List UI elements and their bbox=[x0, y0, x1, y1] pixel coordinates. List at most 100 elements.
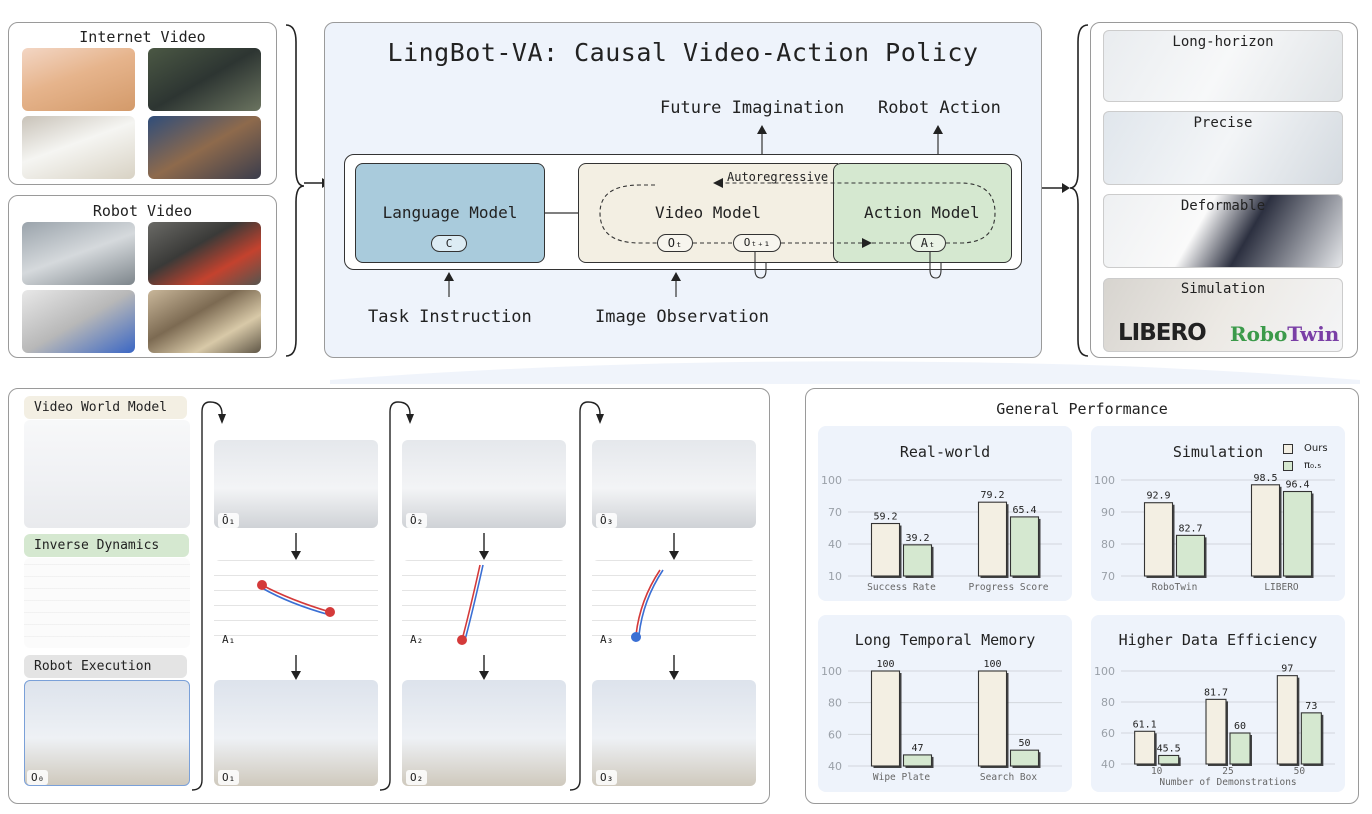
precise-thumb bbox=[1103, 111, 1343, 185]
chart-title: Real-world bbox=[900, 443, 990, 461]
x-axis-label: Number of Demonstrations bbox=[1159, 777, 1296, 788]
bar-ours bbox=[870, 670, 901, 767]
label-o0: O₀ bbox=[27, 770, 49, 785]
y-tick-label: 40 bbox=[828, 760, 842, 773]
tag-robot-execution: Robot Execution bbox=[24, 655, 187, 678]
video-thumb-car bbox=[148, 48, 261, 111]
label-a1: A₁ bbox=[222, 633, 236, 646]
y-tick-label: 80 bbox=[1101, 538, 1115, 551]
capability-precise: Precise bbox=[1193, 115, 1253, 131]
step1-action-plot bbox=[214, 560, 378, 650]
x-category-label: Search Box bbox=[980, 772, 1037, 783]
x-category-label: Success Rate bbox=[867, 582, 936, 593]
bar-pi05 bbox=[1300, 712, 1322, 765]
video-model-box bbox=[578, 163, 838, 263]
token-c: C bbox=[431, 235, 467, 252]
robot-action-label: Robot Action bbox=[878, 98, 1001, 118]
y-tick-label: 10 bbox=[828, 570, 842, 583]
legend-pi05-label: π₀.₅ bbox=[1304, 460, 1322, 471]
image-observation-label: Image Observation bbox=[595, 307, 769, 327]
architecture-title: LingBot-VA: Causal Video-Action Policy bbox=[387, 38, 979, 67]
data-label: 65.4 bbox=[1012, 505, 1036, 516]
libero-logo: LIBERO bbox=[1118, 320, 1207, 346]
y-tick-label: 60 bbox=[828, 728, 842, 741]
capabilities-panel bbox=[1090, 22, 1358, 358]
video-thumb-drawing bbox=[22, 116, 135, 179]
legend-ours-label: Ours bbox=[1304, 443, 1328, 454]
legend-ours-swatch bbox=[1283, 444, 1293, 454]
data-label: 45.5 bbox=[1157, 743, 1181, 754]
performance-title: General Performance bbox=[996, 400, 1168, 418]
language-model-label: Language Model bbox=[382, 203, 518, 222]
x-category-label: Wipe Plate bbox=[873, 772, 930, 783]
x-category-label: Progress Score bbox=[968, 582, 1048, 593]
step2-execution bbox=[402, 680, 566, 786]
y-tick-label: 100 bbox=[821, 665, 842, 678]
y-tick-label: 70 bbox=[828, 506, 842, 519]
label-o3: O₃ bbox=[596, 770, 618, 785]
data-label: 98.5 bbox=[1253, 473, 1277, 484]
x-category-label: RoboTwin bbox=[1152, 582, 1198, 593]
y-tick-label: 80 bbox=[828, 697, 842, 710]
video-thumb-hands bbox=[148, 116, 261, 179]
long-horizon-thumb bbox=[1103, 30, 1343, 102]
future-imagination-label: Future Imagination bbox=[660, 98, 845, 118]
y-tick-label: 40 bbox=[1101, 758, 1115, 771]
bar-ours bbox=[870, 522, 901, 577]
label-o1: O₁ bbox=[218, 770, 240, 785]
data-label: 82.7 bbox=[1178, 523, 1202, 534]
chart-title: Simulation bbox=[1173, 443, 1263, 461]
internet-video-title: Internet Video bbox=[79, 28, 206, 46]
bar-ours bbox=[1250, 484, 1281, 577]
action-model-label: Action Model bbox=[864, 203, 980, 222]
data-label: 81.7 bbox=[1204, 687, 1228, 698]
data-label: 79.2 bbox=[980, 490, 1004, 501]
y-tick-label: 70 bbox=[1101, 570, 1115, 583]
chart-title: Higher Data Efficiency bbox=[1119, 631, 1318, 649]
robot-thumb-2 bbox=[148, 222, 261, 285]
data-label: 60 bbox=[1234, 721, 1246, 732]
deformable-thumb bbox=[1103, 194, 1343, 268]
robotwin-logo-a: Robo bbox=[1230, 322, 1288, 346]
video-thumb-dough bbox=[22, 48, 135, 111]
token-ot: Oₜ bbox=[657, 234, 693, 252]
data-label: 100 bbox=[983, 659, 1001, 670]
robot-video-title: Robot Video bbox=[92, 202, 193, 220]
bar-pi05 bbox=[1175, 534, 1206, 577]
bar-pi05 bbox=[1282, 490, 1313, 577]
data-label: 59.2 bbox=[873, 512, 897, 523]
bar-ours bbox=[1143, 502, 1174, 577]
y-tick-label: 100 bbox=[1094, 665, 1115, 678]
token-ot1: Oₜ₊₁ bbox=[733, 234, 781, 252]
task-instruction-label: Task Instruction bbox=[368, 307, 532, 327]
autoregressive-label: Autoregressive bbox=[727, 170, 829, 184]
bar-pi05 bbox=[902, 754, 933, 767]
performance-panel bbox=[805, 388, 1359, 804]
bar-ours bbox=[1205, 698, 1227, 765]
step1-execution bbox=[214, 680, 378, 786]
label-oh1: Ô₁ bbox=[218, 513, 240, 528]
data-label: 92.9 bbox=[1146, 491, 1170, 502]
video-model-label: Video Model bbox=[655, 203, 761, 222]
step3-action-plot bbox=[592, 560, 756, 650]
x-category-label: LIBERO bbox=[1264, 582, 1299, 593]
capability-simulation: Simulation bbox=[1180, 281, 1266, 297]
capability-long-horizon: Long-horizon bbox=[1172, 34, 1274, 50]
data-label: 100 bbox=[876, 659, 894, 670]
y-tick-label: 80 bbox=[1101, 696, 1115, 709]
bar-ours bbox=[977, 501, 1008, 577]
legend-pi05-swatch bbox=[1283, 461, 1293, 471]
robot-thumb-4 bbox=[148, 290, 261, 353]
bar-ours bbox=[1276, 675, 1298, 765]
data-label: 61.1 bbox=[1133, 719, 1157, 730]
robot-video-panel bbox=[8, 195, 277, 358]
data-label: 97 bbox=[1281, 664, 1293, 675]
robot-thumb-3 bbox=[22, 290, 135, 353]
chart-title: Long Temporal Memory bbox=[855, 631, 1036, 649]
data-label: 39.2 bbox=[905, 533, 929, 544]
step2-action-plot bbox=[402, 560, 566, 650]
capability-deformable: Deformable bbox=[1180, 198, 1266, 214]
